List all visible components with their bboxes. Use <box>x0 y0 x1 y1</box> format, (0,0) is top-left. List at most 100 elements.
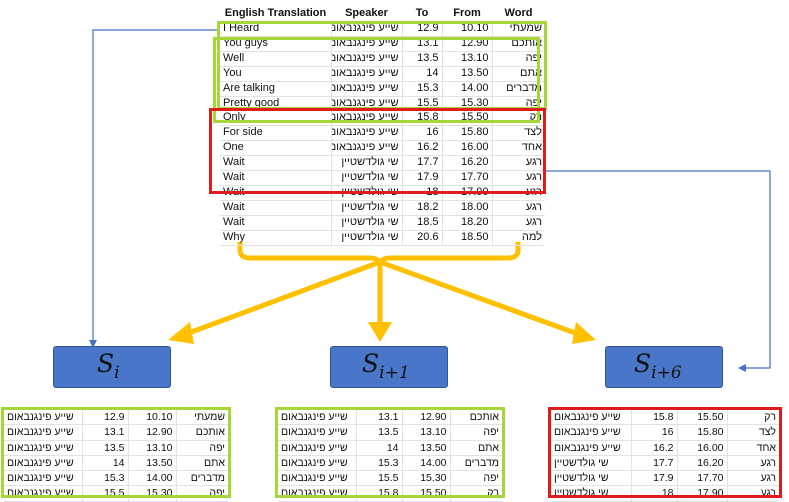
cell-word: רגע <box>491 215 545 231</box>
cell-to: 13.1 <box>81 424 128 441</box>
header-speaker: Speaker <box>331 5 402 22</box>
cell-speaker: שייע פינגנבאום <box>551 424 631 441</box>
window-box-si6 <box>605 346 723 388</box>
cell-word: רגע <box>726 470 779 487</box>
cell-speaker: שייע פינגנבאום <box>330 125 402 142</box>
cell-word: יפה <box>449 424 502 441</box>
cell-speaker: שי גולדשטיין <box>330 185 402 201</box>
cell-speaker: שייע פינגנבאום <box>278 410 356 426</box>
cell-word: רגע <box>726 485 779 502</box>
cell-from: 17.70 <box>676 470 727 487</box>
cell-word: יפה <box>449 470 502 487</box>
cell-from: 16.00 <box>441 140 492 157</box>
cell-english: Wait <box>220 185 331 201</box>
cell-speaker: שייע פינגנבאום <box>330 140 402 157</box>
cell-word: רק <box>449 485 502 502</box>
cell-to: 12.9 <box>401 21 442 37</box>
cell-from: 15.30 <box>401 470 450 487</box>
cell-from: 14.00 <box>401 455 450 472</box>
window-label-si1: Si+1 <box>362 349 410 383</box>
cell-to: 17.9 <box>630 470 677 487</box>
cell-from: 10.10 <box>441 21 492 37</box>
cell-speaker: שייע פינגנבאום <box>278 424 356 441</box>
cell-word: יפה <box>491 96 545 112</box>
cell-speaker: שייע פינגנבאום <box>4 485 82 502</box>
cell-english: Wait <box>220 170 331 186</box>
cell-speaker: שייע פינגנבאום <box>330 66 402 82</box>
cell-word: שמעתי <box>175 410 228 426</box>
cell-english: Wait <box>220 200 331 216</box>
header-word: Word <box>492 5 545 22</box>
cell-speaker: שי גולדשטיין <box>551 470 631 487</box>
cell-to: 16.2 <box>630 440 677 456</box>
cell-from: 13.10 <box>127 440 176 456</box>
cell-from: 15.80 <box>676 424 727 441</box>
cell-word: שמעתי <box>491 21 545 37</box>
cell-from: 17.90 <box>676 485 727 502</box>
cell-word: רגע <box>491 155 545 172</box>
cell-to: 18 <box>401 185 442 201</box>
cell-speaker: שי גולדשטיין <box>551 485 631 502</box>
cell-english: Wait <box>220 215 331 231</box>
fan-arrow-mid-head <box>368 322 392 342</box>
cell-word: אתם <box>175 455 228 472</box>
cell-to: 15.8 <box>630 410 677 426</box>
cell-from: 15.30 <box>127 485 176 502</box>
header-to: To <box>402 5 442 22</box>
cell-from: 13.10 <box>401 424 450 441</box>
cell-from: 13.50 <box>441 66 492 82</box>
fan-arrow-right <box>379 259 579 337</box>
cell-speaker: שייע פינגנבאום <box>4 470 82 487</box>
cell-word: רגע <box>726 455 779 472</box>
cell-to: 17.7 <box>401 155 442 172</box>
cell-from: 14.00 <box>127 470 176 487</box>
cell-speaker: שי גולדשטיין <box>551 455 631 472</box>
cell-word: רק <box>726 410 779 426</box>
cell-speaker: שייע פינגנבאום <box>330 51 402 67</box>
cell-to: 13.1 <box>355 410 402 426</box>
cell-english: You <box>220 66 331 82</box>
source-table-header: English Translation Speaker To From Word <box>220 5 545 22</box>
cell-speaker: שייע פינגנבאום <box>4 410 82 426</box>
cell-to: 20.6 <box>401 230 442 246</box>
cell-to: 17.9 <box>401 170 442 186</box>
cell-speaker: שייע פינגנבאום <box>4 440 82 456</box>
cell-word: אתם <box>491 66 545 82</box>
cell-speaker: שייע פינגנבאום <box>4 455 82 472</box>
window-box-si <box>53 346 171 388</box>
cell-word: אחד <box>491 140 545 157</box>
cell-to: 15.3 <box>401 81 442 97</box>
cell-from: 14.00 <box>441 81 492 97</box>
cell-speaker: שי גולדשטיין <box>330 215 402 231</box>
cell-word: לצד <box>491 125 545 142</box>
cell-to: 13.5 <box>401 51 442 67</box>
cell-from: 15.50 <box>441 110 492 127</box>
cell-to: 15.5 <box>81 485 128 502</box>
cell-from: 16.00 <box>676 440 727 456</box>
cell-word: רק <box>491 110 545 127</box>
source-table: English Translation Speaker To From Word… <box>220 5 545 246</box>
cell-english: Pretty good <box>220 96 331 112</box>
window-label-si: Si <box>97 349 120 383</box>
cell-from: 15.50 <box>401 485 450 502</box>
cell-word: יפה <box>491 51 545 67</box>
cell-word: יפה <box>175 440 228 456</box>
cell-from: 18.50 <box>441 230 492 246</box>
fan-arrow-right-head <box>572 322 596 344</box>
cell-from: 12.90 <box>127 424 176 441</box>
cell-from: 12.90 <box>401 410 450 426</box>
